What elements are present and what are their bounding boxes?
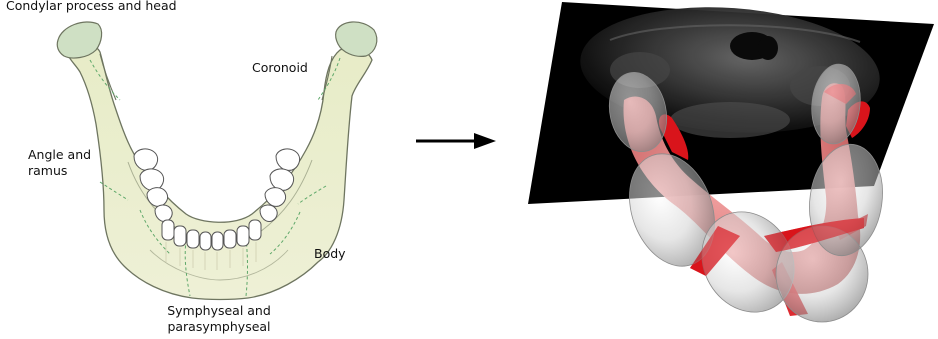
label-coronoid: Coronoid: [252, 60, 308, 76]
right-arrow-icon: [416, 133, 496, 149]
label-symphyseal: Symphyseal and parasymphyseal: [158, 303, 280, 335]
label-condylar-process: Condylar process and head: [6, 0, 177, 14]
label-symph-line2: parasymphyseal: [158, 319, 280, 335]
label-angle-line2: ramus: [28, 163, 91, 179]
label-body: Body: [314, 246, 346, 262]
label-angle-line1: Angle and: [28, 147, 91, 163]
label-angle-ramus: Angle and ramus: [28, 147, 91, 179]
label-symph-line1: Symphyseal and: [158, 303, 280, 319]
ct-render: [528, 0, 934, 329]
